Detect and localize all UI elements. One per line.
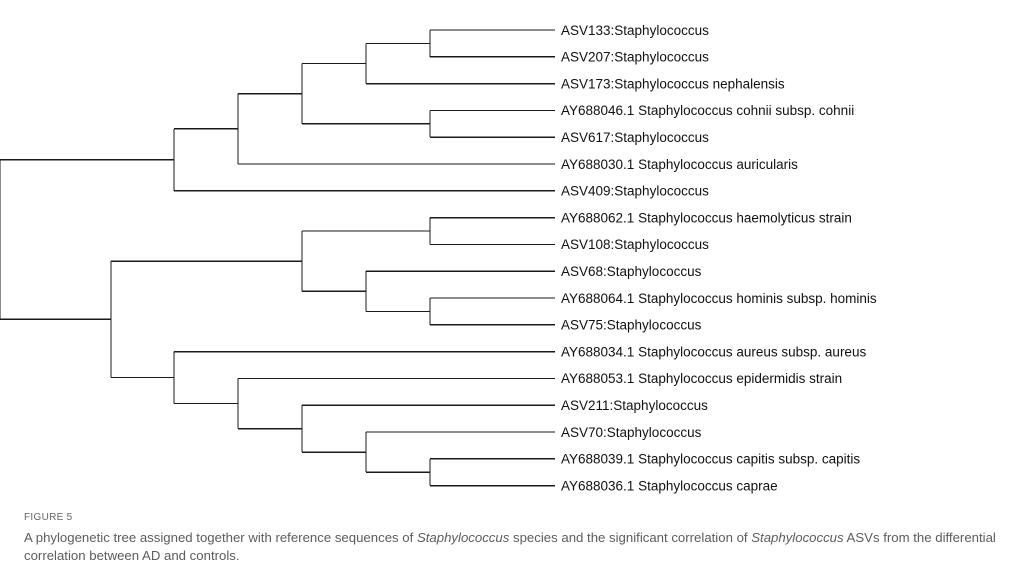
- leaf-label: ASV70:Staphylococcus: [561, 425, 702, 440]
- phylogenetic-tree: ASV133:StaphylococcusASV207:Staphylococc…: [0, 23, 877, 493]
- leaf-label: ASV68:Staphylococcus: [561, 264, 702, 279]
- leaf-label: ASV207:Staphylococcus: [561, 50, 709, 65]
- caption-segment: Staphylococcus: [751, 530, 844, 545]
- leaf-label: AY688039.1 Staphylococcus capitis subsp.…: [561, 452, 860, 467]
- figure-caption-text: A phylogenetic tree assigned together wi…: [24, 529, 1014, 565]
- leaf-label: AY688036.1 Staphylococcus caprae: [561, 478, 778, 493]
- caption-segment: species and the significant correlation …: [509, 530, 752, 545]
- leaf-label: AY688053.1 Staphylococcus epidermidis st…: [561, 371, 842, 386]
- leaf-label: ASV617:Staphylococcus: [561, 130, 709, 145]
- leaf-label: ASV133:Staphylococcus: [561, 23, 709, 38]
- caption-segment: A phylogenetic tree assigned together wi…: [24, 530, 417, 545]
- caption-segment: Staphylococcus: [416, 530, 510, 545]
- leaf-label: AY688046.1 Staphylococcus cohnii subsp. …: [561, 103, 854, 118]
- figure-label: FIGURE 5: [24, 512, 73, 523]
- leaf-label: AY688062.1 Staphylococcus haemolyticus s…: [561, 210, 852, 225]
- caption-segment: ASVs from the differential correlation b…: [24, 530, 996, 563]
- leaf-label: ASV173:Staphylococcus nephalensis: [561, 76, 785, 91]
- figure-caption: FIGURE 5 A phylogenetic tree assigned to…: [24, 512, 1014, 565]
- leaf-label: ASV211:Staphylococcus: [561, 398, 708, 413]
- leaf-label: ASV75:Staphylococcus: [561, 318, 702, 333]
- leaf-label: ASV409:Staphylococcus: [561, 184, 709, 199]
- leaf-label: ASV108:Staphylococcus: [561, 237, 709, 252]
- leaf-label: AY688030.1 Staphylococcus auricularis: [561, 157, 798, 172]
- leaf-label: AY688064.1 Staphylococcus hominis subsp.…: [561, 291, 877, 306]
- leaf-label: AY688034.1 Staphylococcus aureus subsp. …: [561, 344, 866, 359]
